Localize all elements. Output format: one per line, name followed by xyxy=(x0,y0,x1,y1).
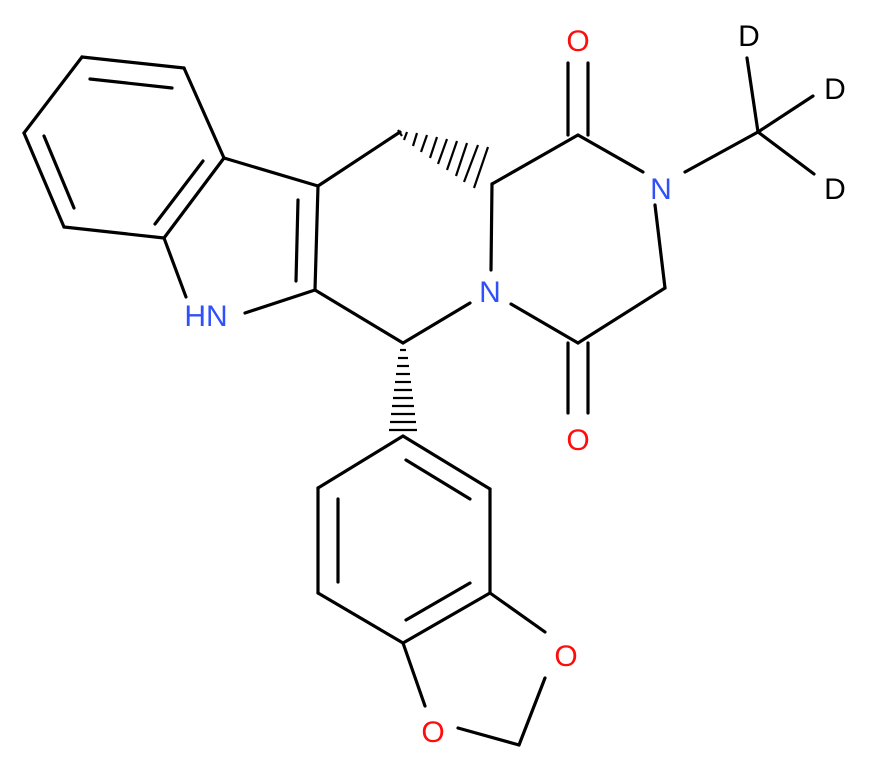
hashed-wedge-bottom xyxy=(389,348,417,432)
bond-layer xyxy=(22,55,816,747)
indole-pyrrole-ring xyxy=(162,156,320,315)
oxygen-label-dioxole-bottom: O xyxy=(421,716,444,749)
atom-labels: O O N N HN O O D D D xyxy=(184,20,846,749)
piperidine-ring xyxy=(313,130,494,345)
indole-benzene-ring xyxy=(22,55,226,240)
oxygen-label-dioxole-top: O xyxy=(554,640,577,673)
deuterium-label-3: D xyxy=(824,173,846,206)
nitrogen-label-ring: N xyxy=(479,276,501,309)
benzodioxole-ring xyxy=(316,434,547,747)
diketopiperazine-ring xyxy=(490,56,816,415)
oxygen-label-ketone-bottom: O xyxy=(566,424,589,457)
nitrogen-label-amide: N xyxy=(650,173,672,206)
deuterium-label-2: D xyxy=(824,73,846,106)
nitrogen-label-indole: HN xyxy=(184,300,227,333)
oxygen-label-ketone-top: O xyxy=(566,25,589,58)
deuterium-label-1: D xyxy=(738,20,760,53)
hashed-wedge-top xyxy=(397,129,490,189)
